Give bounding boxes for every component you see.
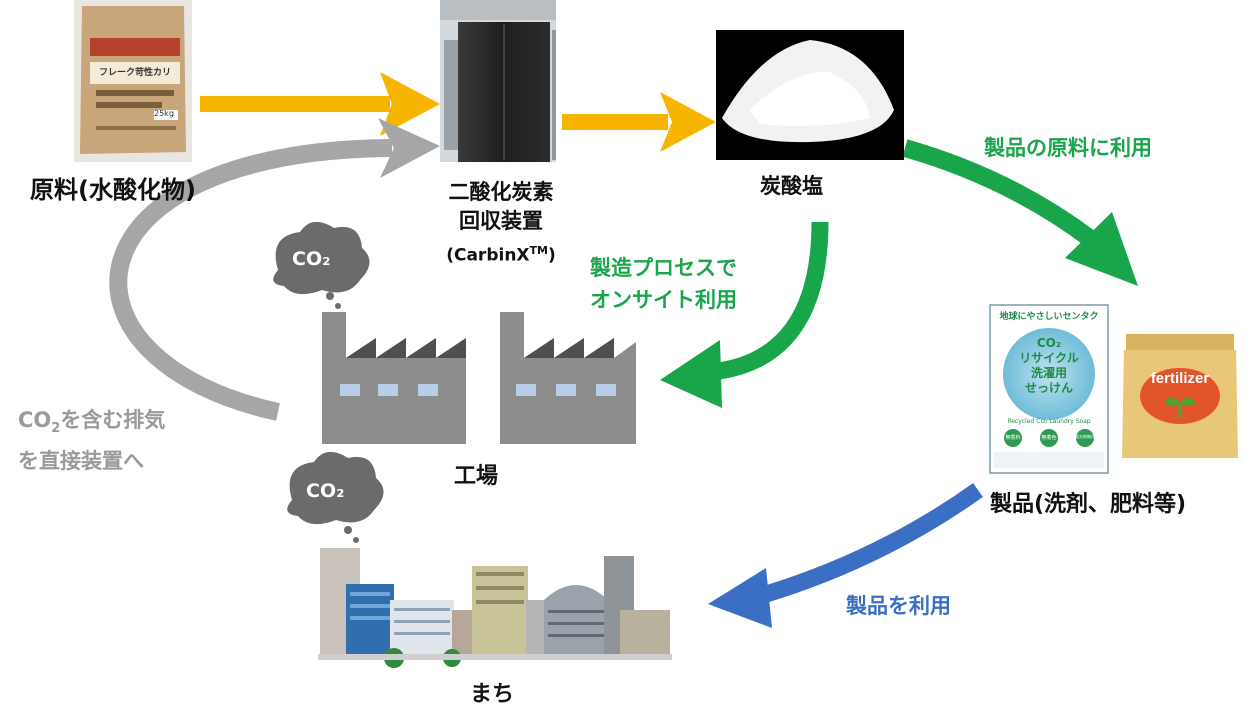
label-device-name: (CarbinX (446, 245, 530, 266)
label-products: 製品(洗剤、肥料等) (990, 492, 1187, 517)
soap-box-badge-2: 無着色 (1041, 435, 1057, 441)
label-device-close: ) (547, 245, 556, 266)
carbonate-powder-photo (716, 30, 904, 160)
label-onsite-line1: 製造プロセスで (590, 256, 737, 280)
label-onsite-line2: オンサイト利用 (590, 288, 737, 312)
label-exhaust-line1: CO2を含む排気 (18, 404, 165, 445)
label-onsite-use: 製造プロセスで オンサイト利用 (590, 252, 737, 316)
carbinx-device-photo (440, 0, 556, 162)
label-device-tm: TM (529, 244, 548, 257)
label-raw-material: 原料(水酸化物) (30, 176, 196, 204)
town-buildings (318, 548, 672, 668)
factory-illustration (322, 312, 636, 444)
soap-box-badge-3: 蛍光剤無添加 (1075, 434, 1095, 439)
label-town: まち (470, 682, 515, 707)
raw-bag-weight: 25kg (154, 109, 174, 118)
soap-box-line2: リサイクル (1019, 351, 1079, 365)
label-factory: 工場 (454, 464, 499, 489)
label-device-line1: 二酸化炭素 (448, 180, 554, 204)
soap-box-caption: Recycled CO₂ Laundry Soap (1007, 418, 1091, 425)
raw-material-bag (74, 0, 192, 162)
fertilizer-bag-product (1122, 334, 1238, 458)
label-to-products: 製品の原料に利用 (984, 136, 1152, 160)
arrow-products-to-town (708, 483, 983, 628)
town-co2-text: CO₂ (306, 480, 345, 502)
arrow-onsite-use (660, 221, 829, 408)
label-device-line3: (CarbinXTM) (440, 236, 562, 271)
label-exhaust-co: CO (18, 408, 52, 432)
arrow-exhaust-to-device (109, 118, 440, 421)
label-exhaust-rest: を含む排気 (60, 408, 166, 432)
fertilizer-label: fertilizer (1150, 370, 1210, 387)
label-exhaust: CO2を含む排気 を直接装置へ (18, 404, 165, 477)
label-carbonate: 炭酸塩 (760, 174, 823, 198)
soap-box-badge-1: 無香料 (1005, 435, 1021, 441)
label-device: 二酸化炭素 回収装置 (CarbinXTM) (440, 178, 562, 271)
label-exhaust-line2: を直接装置へ (18, 449, 144, 474)
town-co2-cloud (287, 451, 384, 543)
raw-bag-label: フレーク苛性カリ (98, 68, 171, 78)
soap-box-line4: せっけん (1024, 381, 1073, 395)
arrow-carbonate-to-products (902, 139, 1138, 286)
soap-box-header: 地球にやさしいセンタク (999, 312, 1099, 322)
soap-box-line3: 洗濯用 (1030, 366, 1067, 380)
arrow-raw-to-device (200, 72, 440, 136)
arrow-device-to-carbonate (562, 92, 716, 152)
label-use-products: 製品を利用 (846, 594, 951, 618)
soap-box-product (989, 304, 1109, 474)
label-exhaust-sub: 2 (51, 421, 61, 437)
soap-box-title: CO₂ リサイクル 洗濯用 せっけん (1004, 336, 1094, 396)
factory-co2-cloud (273, 221, 370, 309)
soap-box-line1: CO₂ (1036, 336, 1062, 350)
factory-co2-text: CO₂ (292, 248, 331, 270)
label-device-line2: 回収装置 (459, 209, 543, 233)
